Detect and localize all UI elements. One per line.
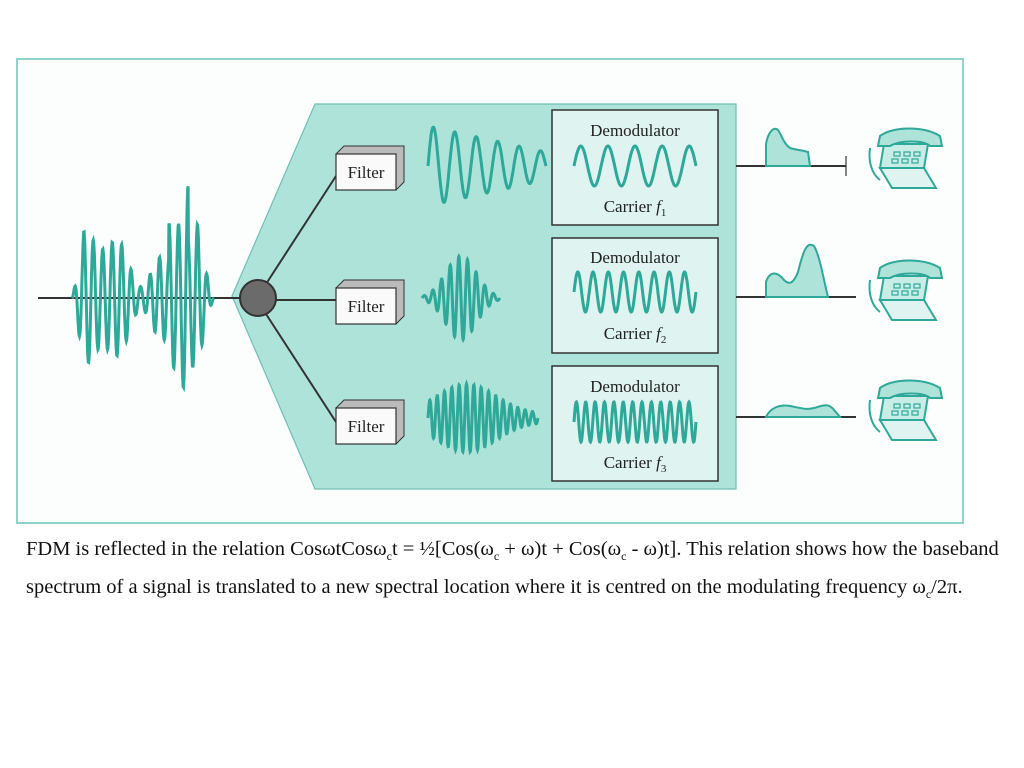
baseband-spectrum-2 bbox=[765, 243, 830, 298]
telephone-icon bbox=[868, 259, 944, 321]
baseband-spectrum-3 bbox=[764, 404, 843, 418]
caption: FDM is reflected in the relation CosωtCo… bbox=[26, 538, 999, 602]
filter-box-1: Filter bbox=[335, 145, 405, 191]
telephone-icon bbox=[868, 127, 944, 189]
filter-label: Filter bbox=[348, 297, 385, 316]
filtered-signal-2 bbox=[420, 253, 502, 343]
carrier-waveform-2 bbox=[572, 270, 698, 314]
demodulator-label: Demodulator bbox=[590, 248, 680, 267]
filter-label: Filter bbox=[348, 417, 385, 436]
demodulator-box-1: Demodulator Carrier f1 bbox=[551, 109, 719, 226]
carrier-label-2: Carrier f2 bbox=[604, 324, 667, 346]
fdm-figure: Filter Filter Filter Demodulator Carrier… bbox=[16, 58, 964, 524]
carrier-waveform-3 bbox=[572, 399, 698, 445]
hub-node bbox=[239, 279, 277, 317]
input-waveform bbox=[70, 185, 215, 393]
carrier-wave-3 bbox=[572, 399, 698, 445]
filtered-signal-1 bbox=[426, 125, 548, 204]
carrier-wave-2 bbox=[572, 270, 698, 314]
filtered-waveform-1 bbox=[426, 125, 548, 204]
carrier-wave-1 bbox=[572, 144, 698, 188]
telephone-icon bbox=[868, 379, 944, 441]
filtered-waveform-3 bbox=[426, 379, 540, 456]
filtered-signal-3 bbox=[426, 379, 540, 456]
branch-line-3 bbox=[265, 313, 337, 423]
filter-box-3: Filter bbox=[335, 399, 405, 445]
fdm-diagram: Filter Filter Filter Demodulator Carrier… bbox=[38, 103, 944, 490]
filter-box-2: Filter bbox=[335, 279, 405, 325]
demodulator-label: Demodulator bbox=[590, 377, 680, 396]
carrier-label-1: Carrier f1 bbox=[604, 197, 667, 219]
demodulator-box-3: Demodulator Carrier f3 bbox=[551, 365, 719, 482]
baseband-spectrum-1 bbox=[765, 127, 812, 167]
branch-line-1 bbox=[265, 175, 337, 285]
demodulator-box-2: Demodulator Carrier f2 bbox=[551, 237, 719, 354]
carrier-label-3: Carrier f3 bbox=[604, 453, 667, 475]
composite-input-signal bbox=[70, 185, 215, 393]
filter-label: Filter bbox=[348, 163, 385, 182]
filtered-waveform-2 bbox=[420, 253, 502, 343]
demodulator-label: Demodulator bbox=[590, 121, 680, 140]
carrier-waveform-1 bbox=[572, 144, 698, 188]
